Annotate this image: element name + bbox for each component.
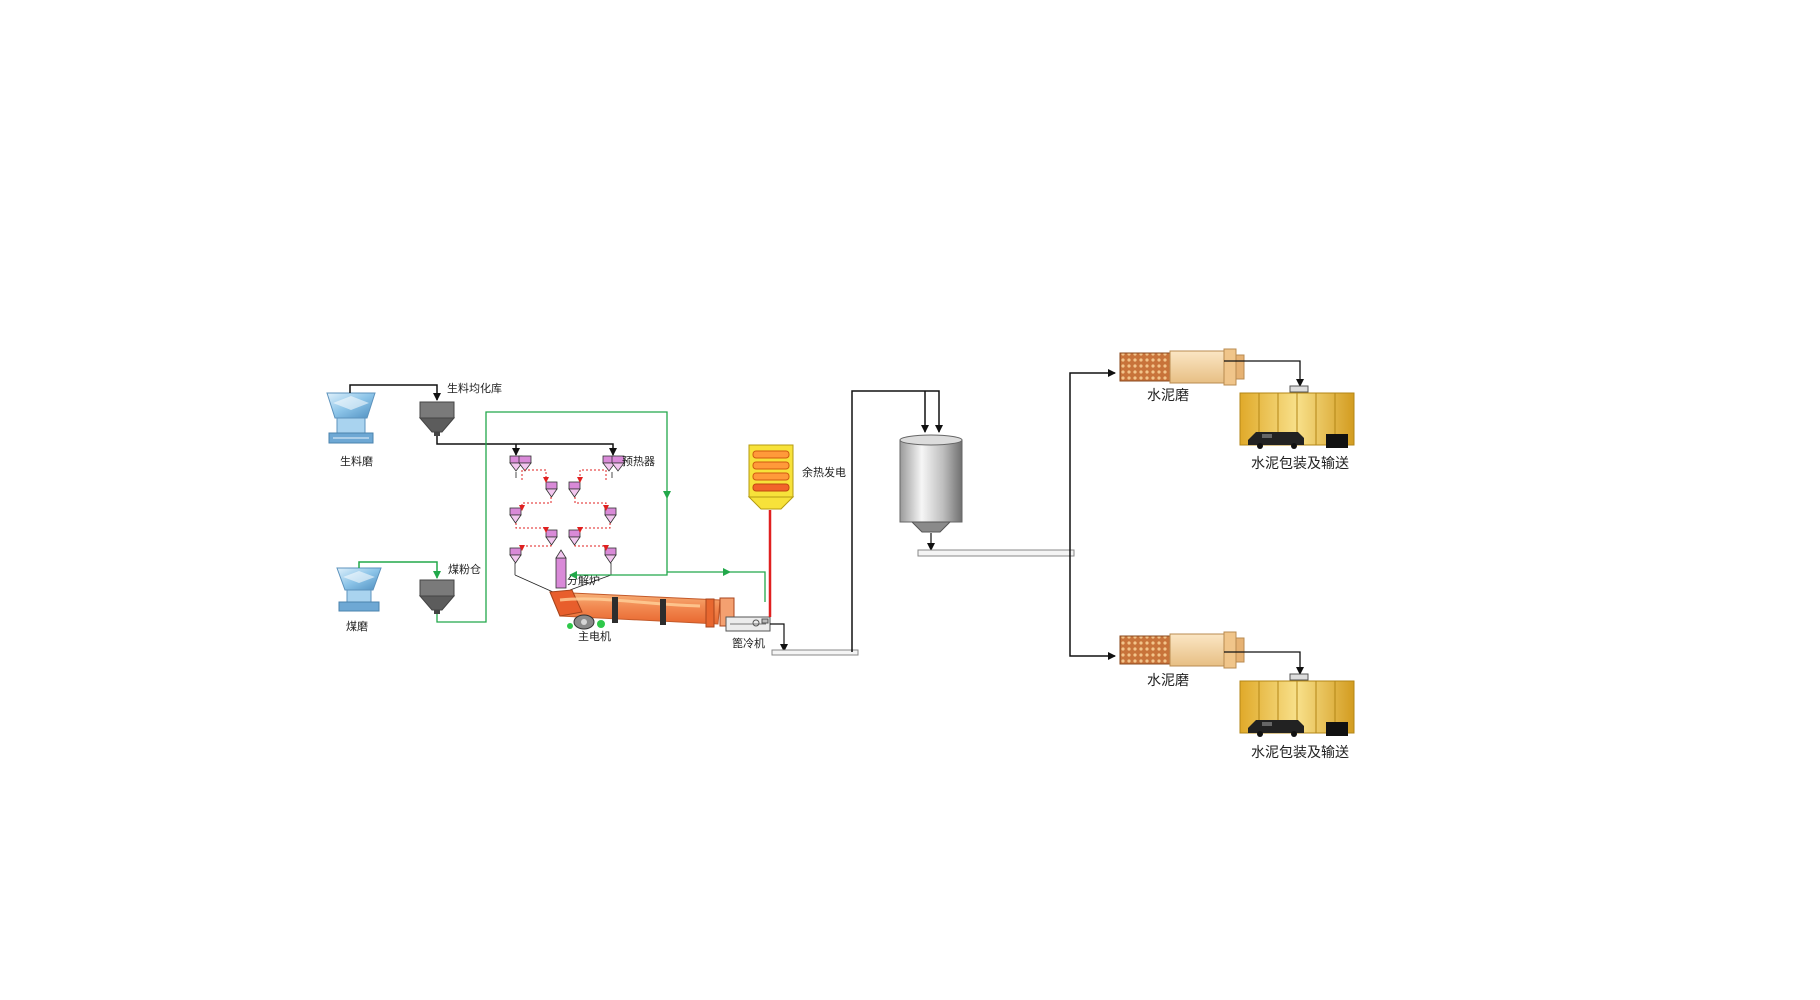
coal-powder-bin-label: 煤粉仓 bbox=[448, 562, 481, 576]
main-motor-label: 主电机 bbox=[578, 629, 611, 643]
grate-cooler-label: 篦冷机 bbox=[732, 636, 765, 650]
cement-mill-bottom-label: 水泥磨 bbox=[1147, 673, 1189, 689]
ball-mill-icon bbox=[1119, 348, 1245, 386]
cyclone-icon bbox=[611, 455, 625, 472]
cyclone-icon bbox=[545, 481, 558, 498]
motor-icon bbox=[567, 614, 605, 630]
raw-mill-label: 生料磨 bbox=[340, 454, 373, 468]
cyclone-icon bbox=[604, 547, 617, 564]
flow-line bbox=[1224, 651, 1304, 675]
flow-line bbox=[851, 390, 943, 652]
packing-bottom-label: 水泥包装及输送 bbox=[1251, 745, 1349, 761]
flow-line bbox=[436, 436, 617, 456]
grate-cooler-icon bbox=[725, 616, 771, 632]
flow-line bbox=[770, 623, 785, 648]
cylinder-silo-icon bbox=[899, 434, 963, 533]
coal-mill-label: 煤磨 bbox=[346, 620, 368, 633]
flow-line bbox=[349, 384, 441, 401]
raw-mill-icon bbox=[326, 392, 376, 444]
waste-heat-power-label: 余热发电 bbox=[802, 465, 846, 479]
cyclone-icon bbox=[604, 507, 617, 524]
raw-homo-silo-label: 生料均化库 bbox=[447, 381, 502, 395]
packing-station-icon bbox=[1239, 673, 1355, 737]
flow-line bbox=[1224, 360, 1304, 387]
flow-line bbox=[730, 571, 766, 602]
packing-station-icon bbox=[1239, 385, 1355, 449]
cyclone-icon bbox=[509, 507, 522, 524]
cyclone-icon bbox=[568, 529, 581, 546]
calciner-icon bbox=[555, 549, 567, 589]
flow-line bbox=[436, 411, 671, 623]
cyclone-icon bbox=[518, 455, 532, 472]
flow-line bbox=[358, 561, 441, 579]
flow-line bbox=[1069, 553, 1116, 660]
vertical-mill-icon bbox=[336, 567, 382, 612]
hopper-icon bbox=[418, 401, 456, 436]
cyclone-icon bbox=[509, 547, 522, 564]
packing-top-label: 水泥包装及输送 bbox=[1251, 456, 1349, 472]
cement-mill-top-label: 水泥磨 bbox=[1147, 388, 1189, 404]
preheater bbox=[509, 455, 625, 575]
cyclone-icon bbox=[568, 481, 581, 498]
hopper-icon bbox=[418, 579, 456, 614]
cement-conveyor bbox=[917, 549, 1075, 557]
clinker-conveyor bbox=[771, 649, 859, 656]
waste-heat-boiler-icon bbox=[747, 444, 795, 510]
ball-mill-icon bbox=[1119, 631, 1245, 669]
cyclone-icon bbox=[545, 529, 558, 546]
flow-line bbox=[569, 498, 668, 579]
preheater-label: 预热器 bbox=[622, 455, 655, 468]
flow-line bbox=[1069, 369, 1116, 553]
